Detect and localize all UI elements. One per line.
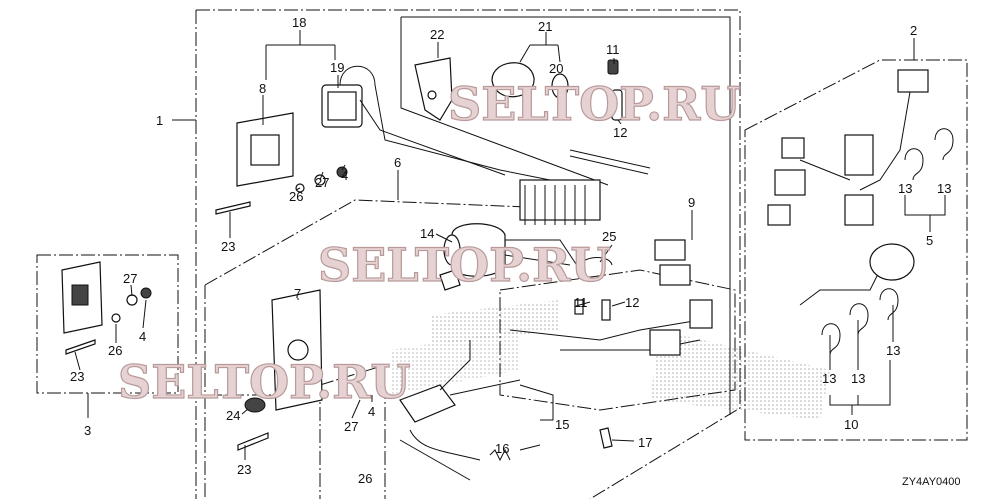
callout: 7 — [294, 286, 301, 301]
callouts: 1 18 19 8 26 27 4 23 22 21 20 11 12 2 13… — [70, 15, 951, 486]
callout: 13 — [886, 343, 900, 358]
watermark: SELTOP.RU — [318, 238, 611, 292]
callout: 10 — [844, 417, 858, 432]
callout: 12 — [625, 295, 639, 310]
callout: 26 — [108, 343, 122, 358]
callout: 3 — [84, 423, 91, 438]
frames — [36, 9, 968, 499]
diagram-code: ZY4AY0400 — [902, 476, 961, 488]
callout: 16 — [495, 441, 509, 456]
callout: 27 — [344, 419, 358, 434]
callout: 26 — [289, 189, 303, 204]
bracket — [414, 57, 453, 121]
callout: 5 — [926, 233, 933, 248]
watermark: SELTOP.RU — [118, 355, 411, 409]
ring — [491, 62, 535, 98]
callout: 1 — [156, 113, 163, 128]
assembly-frame-2 — [744, 59, 968, 441]
callout: 15 — [555, 417, 569, 432]
callout: 13 — [937, 181, 951, 196]
assembly-frame-1 — [196, 9, 741, 499]
callout: 17 — [638, 435, 652, 450]
callout: 26 — [358, 471, 372, 486]
assembly-frame-3 — [36, 254, 179, 394]
callout: 14 — [420, 226, 434, 241]
harness-2 — [767, 69, 954, 356]
callout: 12 — [613, 125, 627, 140]
callout: 13 — [898, 181, 912, 196]
callout: 11 — [574, 295, 588, 310]
callout: 22 — [430, 27, 444, 42]
callout: 19 — [330, 60, 344, 75]
callout: 4 — [341, 168, 348, 183]
callout: 9 — [688, 195, 695, 210]
harness-9 — [509, 239, 713, 356]
assembly-frame-9 — [499, 269, 736, 411]
callout: 23 — [70, 369, 84, 384]
callout: 20 — [549, 61, 563, 76]
callout: 27 — [315, 175, 329, 190]
callout: 11 — [606, 42, 620, 57]
callout: 13 — [851, 371, 865, 386]
callout: 23 — [221, 239, 235, 254]
assembly-frame-6 — [204, 199, 601, 499]
callout: 13 — [822, 371, 836, 386]
callout: 21 — [538, 19, 552, 34]
callout: 4 — [139, 329, 146, 344]
leader-lines — [74, 30, 946, 460]
parts — [61, 57, 954, 481]
watermark: SELTOP.RU — [448, 77, 741, 131]
callout: 6 — [394, 155, 401, 170]
callout: 4 — [368, 404, 375, 419]
callout: 25 — [602, 229, 616, 244]
callout: 8 — [259, 81, 266, 96]
ignition-switch — [451, 223, 506, 277]
callout: 27 — [123, 271, 137, 286]
callout: 2 — [910, 23, 917, 38]
switch-assembly-3 — [61, 261, 152, 355]
callout: 23 — [237, 462, 251, 477]
callout: 24 — [226, 408, 240, 423]
key — [439, 269, 461, 291]
stop-switch — [399, 384, 456, 423]
callout: 18 — [292, 15, 306, 30]
